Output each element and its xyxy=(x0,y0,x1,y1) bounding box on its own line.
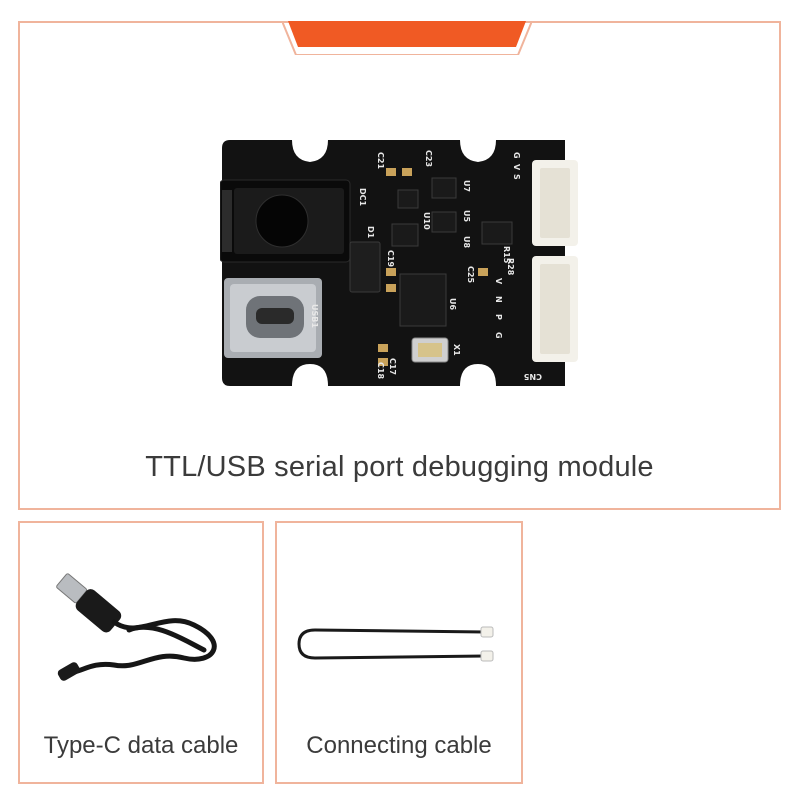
svg-text:G: G xyxy=(512,152,521,159)
svg-text:DC1: DC1 xyxy=(358,188,367,207)
connecting-cable-icon xyxy=(297,626,494,662)
svg-text:V: V xyxy=(512,164,521,171)
pcb-module-image: DC1 USB1 D1 C21 C23 U7 U5 U10 U8 R15 C19… xyxy=(220,140,578,386)
type-c-cable-caption: Type-C data cable xyxy=(43,732,239,759)
svg-text:U10: U10 xyxy=(422,212,431,230)
svg-text:C17: C17 xyxy=(388,358,397,375)
accessory-frame-type-c xyxy=(18,521,264,784)
svg-text:U5: U5 xyxy=(462,210,471,222)
svg-text:G: G xyxy=(494,332,503,339)
svg-text:USB1: USB1 xyxy=(310,304,319,328)
svg-text:C18: C18 xyxy=(376,362,385,379)
connecting-cable-caption: Connecting cable xyxy=(306,732,492,759)
svg-text:R15: R15 xyxy=(502,246,511,264)
svg-text:C21: C21 xyxy=(376,152,385,169)
svg-text:U7: U7 xyxy=(462,180,471,192)
svg-text:R28: R28 xyxy=(506,258,515,276)
svg-text:C25: C25 xyxy=(466,266,475,283)
svg-text:C23: C23 xyxy=(424,150,433,167)
svg-text:U6: U6 xyxy=(448,298,457,310)
svg-text:V: V xyxy=(494,278,503,285)
svg-text:N: N xyxy=(494,296,503,303)
svg-text:X1: X1 xyxy=(452,344,461,356)
svg-text:U8: U8 xyxy=(462,236,471,248)
svg-text:C19: C19 xyxy=(386,250,395,267)
svg-text:P: P xyxy=(494,314,503,320)
svg-text:CN5: CN5 xyxy=(523,372,542,381)
header-tab xyxy=(282,21,532,55)
svg-text:D1: D1 xyxy=(366,226,375,239)
product-caption: TTL/USB serial port debugging module xyxy=(145,451,654,483)
svg-text:S: S xyxy=(512,174,521,180)
usb-type-c-cable-icon xyxy=(56,573,217,681)
